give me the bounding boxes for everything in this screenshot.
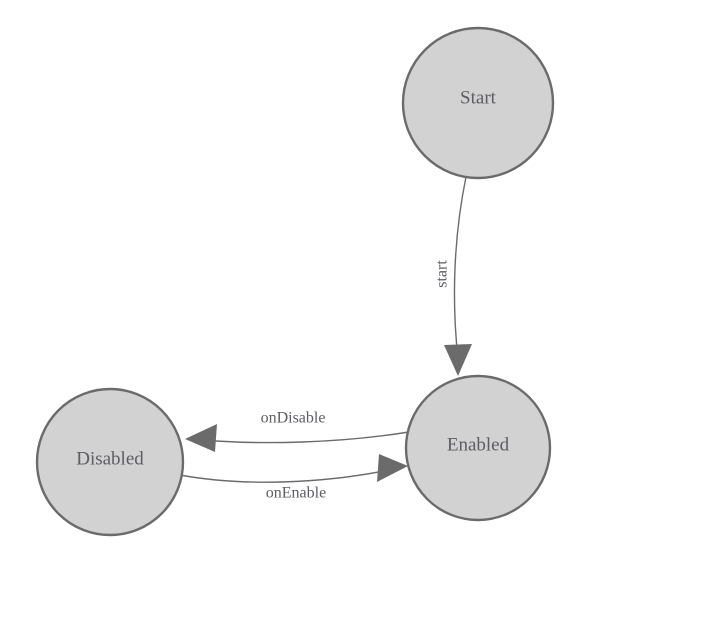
node-enabled-label: Enabled [447, 434, 510, 455]
node-enabled-circle [404, 374, 552, 522]
edge-start-to-enabled[interactable]: start [434, 176, 472, 376]
node-disabled[interactable]: Disabled [35, 387, 185, 537]
edge-enabled-to-disabled-path [202, 431, 410, 444]
node-enabled[interactable]: Enabled [404, 374, 552, 522]
arrowhead-into-enabled-top [444, 344, 472, 376]
node-start-label: Start [460, 87, 497, 108]
edge-start-to-enabled-path [453, 176, 467, 359]
node-disabled-circle [35, 387, 185, 537]
arrowhead-into-enabled-side [377, 454, 408, 482]
node-start[interactable]: Start [401, 26, 555, 180]
edge-enabled-to-disabled[interactable]: onDisable [185, 410, 410, 452]
edge-label-start: start [434, 260, 451, 288]
node-start-circle [401, 26, 555, 180]
arrowhead-into-disabled [185, 424, 217, 452]
edge-disabled-to-enabled-path [179, 469, 390, 483]
edge-label-onenable: onEnable [266, 485, 326, 502]
edge-label-ondisable: onDisable [261, 410, 326, 427]
node-disabled-label: Disabled [76, 448, 144, 469]
edge-disabled-to-enabled[interactable]: onEnable [179, 454, 408, 502]
